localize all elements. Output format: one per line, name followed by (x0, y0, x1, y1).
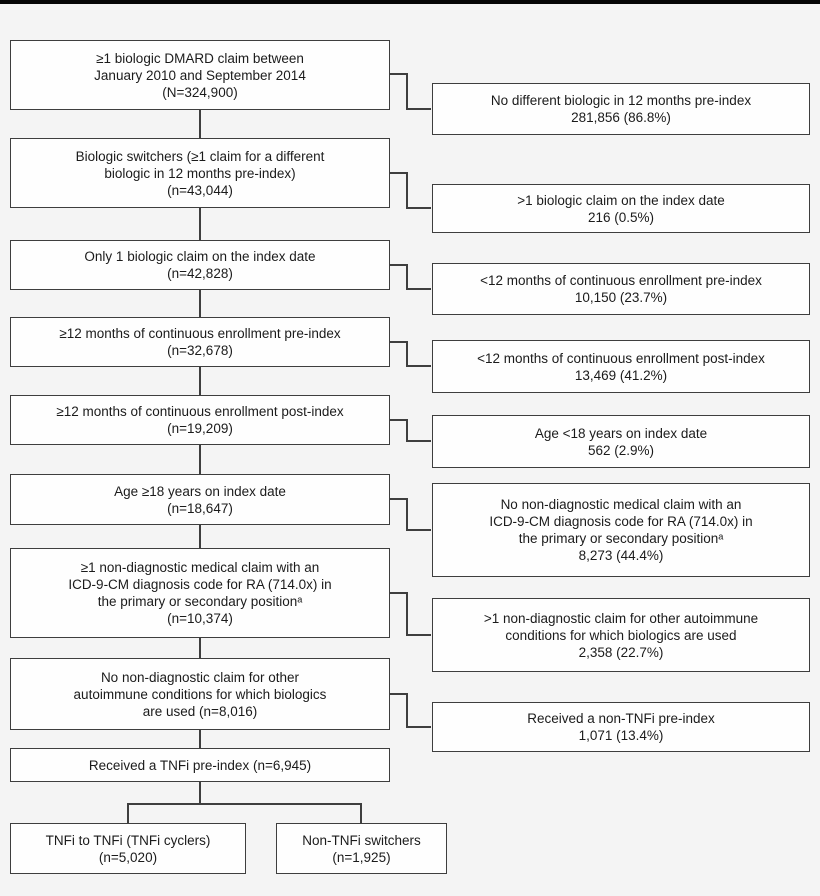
text-line: <12 months of continuous enrollment pre-… (480, 273, 762, 288)
text-line: <12 months of continuous enrollment post… (477, 350, 765, 366)
box-age-18-plus: Age ≥18 years on index date (n=18,647) (10, 474, 390, 525)
box-biologic-switchers: Biologic switchers (≥1 claim for a diffe… (10, 138, 390, 208)
text-line: 10,150 (23.7%) (574, 290, 668, 305)
text-line: ICD-9-CM diagnosis code for RA (714.0x) … (68, 577, 332, 592)
text-line: TNFi to TNFi (TNFi cyclers) (45, 832, 211, 848)
text-line: the primary or secondary positionᵃ (518, 531, 724, 546)
box-ra-diagnosis: ≥1 non-diagnostic medical claim with an … (10, 548, 390, 638)
text-line: (n=1,925) (332, 849, 391, 865)
text-line: January 2010 and September 2014 (94, 67, 306, 83)
box-excl-age-under-18: Age <18 years on index date 562 (2.9%) (432, 415, 810, 468)
text-line: Age <18 years on index date (534, 425, 708, 441)
top-border-bar (0, 0, 820, 4)
connector-exclusion-3 (390, 264, 431, 290)
box-tnfi-cyclers: TNFi to TNFi (TNFi cyclers) (n=5,020) (10, 823, 246, 874)
box-only-1-claim-index-date: Only 1 biologic claim on the index date … (10, 240, 390, 290)
text-line: 562 (2.9%) (587, 442, 655, 458)
box-received-tnfi: Received a TNFi pre-index (n=6,945) (10, 748, 390, 782)
text-line: Received a TNFi pre-index (n=6,945) (88, 757, 312, 773)
text-line: >1 non-diagnostic claim for other autoim… (483, 610, 759, 626)
text-line: (n=5,020) (98, 849, 158, 865)
box-biologic-dmard-claims: ≥1 biologic DMARD claim between January … (10, 40, 390, 110)
text-line: No different biologic in 12 months pre-i… (490, 93, 752, 108)
text-line: No non-diagnostic claim for other (100, 669, 300, 685)
text-line: ≥12 months of continuous enrollment post… (56, 404, 344, 419)
text-line: >1 biologic claim on the index date (517, 192, 725, 208)
text-line: (n=32,678) (167, 343, 233, 358)
connector-exclusion-6 (390, 498, 431, 531)
box-excl-other-autoimmune: >1 non-diagnostic claim for other autoim… (432, 598, 810, 672)
text-line: 8,273 (44.4%) (578, 548, 664, 563)
text-line: (n=19,209) (167, 421, 233, 436)
box-enrollment-pre-index: ≥12 months of continuous enrollment pre-… (10, 317, 390, 367)
text-line: Received a non-TNFi pre-index (527, 711, 715, 726)
connector-exclusion-8 (390, 693, 431, 728)
text-line: are used (n=8,016) (142, 703, 258, 719)
text-line: 216 (0.5%) (587, 209, 655, 225)
connector-exclusion-2 (390, 172, 431, 209)
text-line: (n=10,374) (167, 611, 233, 626)
text-line: (n=43,044) (167, 182, 233, 198)
connector-exclusion-4 (390, 341, 431, 367)
text-line: 13,469 (41.2%) (574, 367, 668, 383)
text-line: 281,856 (86.8%) (571, 110, 671, 125)
box-excl-no-different-biologic: No different biologic in 12 months pre-i… (432, 83, 810, 135)
box-excl-enrollment-post-index: <12 months of continuous enrollment post… (432, 340, 810, 393)
connector-branch-outcomes (127, 803, 362, 823)
text-line: Biologic switchers (≥1 claim for a diffe… (75, 148, 325, 164)
connector-exclusion-1 (390, 73, 431, 110)
text-line: No non-diagnostic medical claim with an (500, 497, 742, 512)
text-line: (n=42,828) (167, 266, 233, 281)
text-line: Age ≥18 years on index date (114, 483, 286, 499)
text-line: ≥1 non-diagnostic medical claim with an (80, 560, 320, 575)
text-line: (N=324,900) (162, 84, 238, 100)
text-line: Only 1 biologic claim on the index date (84, 249, 316, 264)
box-excl-no-ra-diagnosis: No non-diagnostic medical claim with an … (432, 483, 810, 577)
text-line: Non-TNFi switchers (302, 832, 421, 848)
connector-exclusion-5 (390, 419, 431, 442)
text-line: ≥1 biologic DMARD claim between (96, 50, 304, 66)
text-line: ICD-9-CM diagnosis code for RA (714.0x) … (489, 514, 753, 529)
box-excl-enrollment-pre-index: <12 months of continuous enrollment pre-… (432, 263, 810, 315)
text-line: 1,071 (13.4%) (578, 728, 664, 743)
text-line: autoimmune conditions for which biologic… (73, 686, 327, 702)
box-excl-non-tnfi-pre-index: Received a non-TNFi pre-index 1,071 (13.… (432, 702, 810, 752)
text-line: conditions for which biologics are used (505, 627, 737, 643)
box-enrollment-post-index: ≥12 months of continuous enrollment post… (10, 395, 390, 445)
text-line: 2,358 (22.7%) (578, 644, 664, 660)
box-excl-multiple-claims-index: >1 biologic claim on the index date 216 … (432, 184, 810, 233)
box-non-tnfi-switchers: Non-TNFi switchers (n=1,925) (276, 823, 447, 874)
box-no-other-autoimmune: No non-diagnostic claim for other autoim… (10, 658, 390, 730)
text-line: ≥12 months of continuous enrollment pre-… (59, 326, 341, 341)
connector-exclusion-7 (390, 592, 431, 636)
text-line: (n=18,647) (167, 500, 233, 516)
text-line: biologic in 12 months pre-index) (104, 165, 296, 181)
text-line: the primary or secondary positionᵃ (97, 594, 303, 609)
